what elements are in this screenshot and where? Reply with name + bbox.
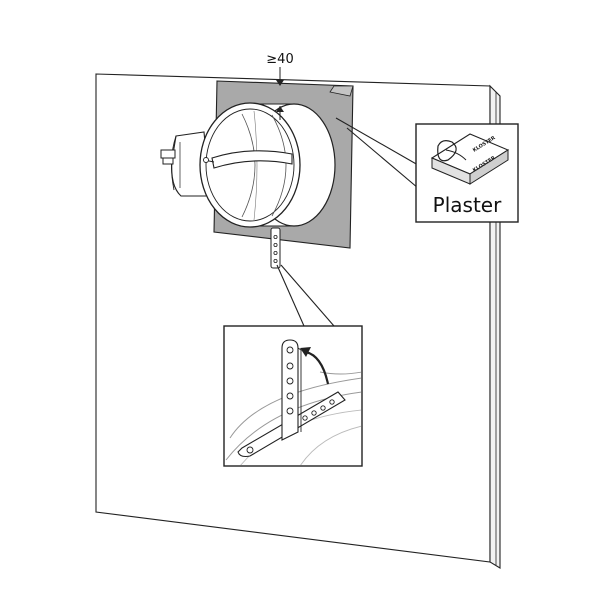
actuator-housing: [160, 131, 211, 197]
dimension-label: ≥40: [266, 52, 293, 67]
strap-vertical-section: [281, 339, 302, 441]
fire-damper: [199, 102, 336, 228]
callout-leader-lines: [276, 117, 419, 327]
dimension-indicator: ≥40: [266, 52, 294, 120]
bend-direction-arrow: [300, 347, 330, 385]
plaster-label: Plaster: [433, 193, 502, 217]
mounting-strap: [270, 227, 281, 269]
plaster-callout: KLOSTER KLOSTER Plaster: [415, 123, 519, 223]
strap-detail-callout: [223, 325, 363, 467]
plaster-bag-icon: KLOSTER KLOSTER: [430, 133, 510, 185]
